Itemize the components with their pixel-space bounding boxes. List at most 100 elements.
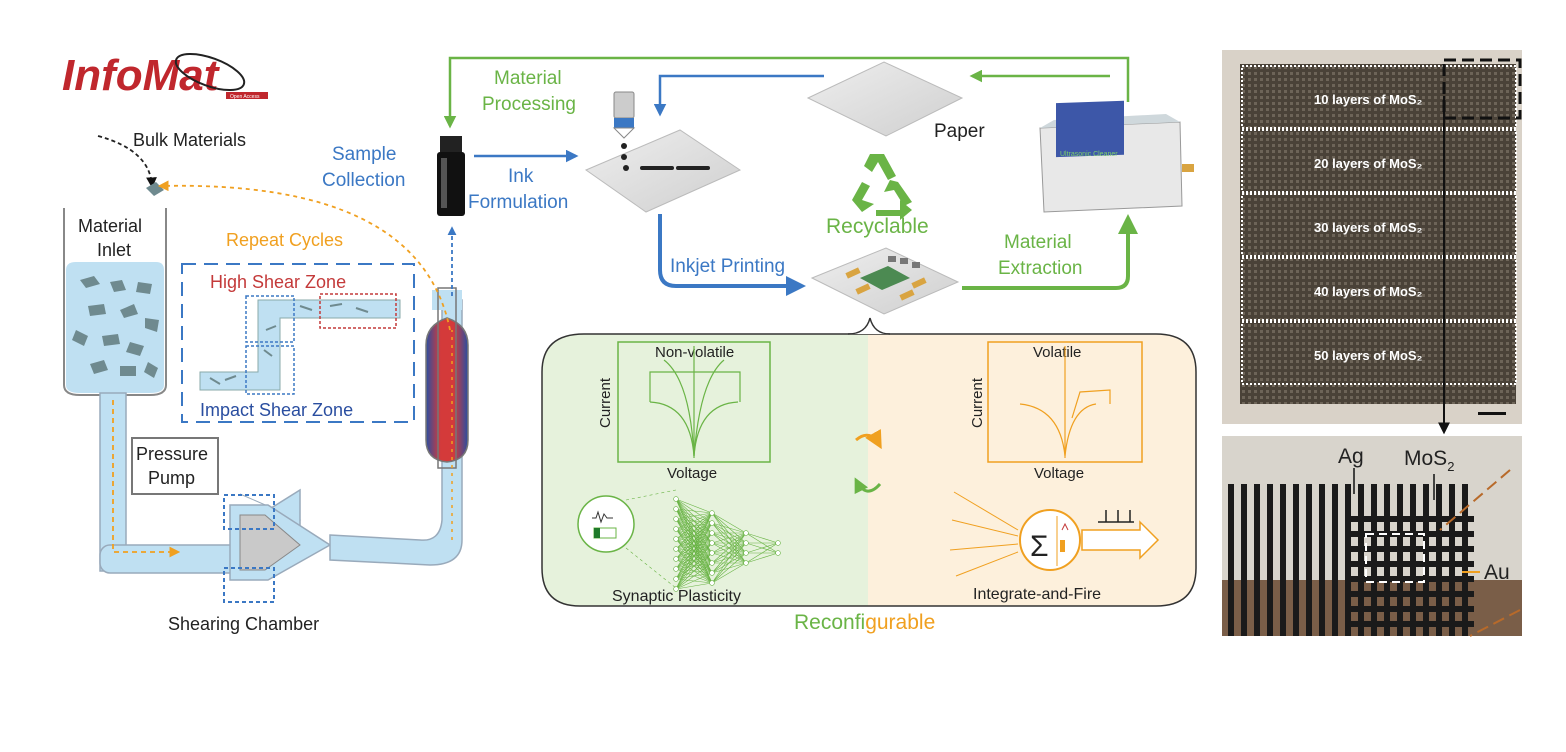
ag-electrode [1462,484,1468,636]
ag-electrode [1267,484,1273,636]
nn-edge [675,562,713,590]
ag-electrode [1241,484,1247,636]
ink-formulation-label-2: Formulation [468,192,568,213]
reconfigurable-label: Reconfigurable [794,611,935,634]
nn-node [673,586,679,592]
ag-electrode [1254,484,1260,636]
pressure-pump-label-2: Pump [148,468,195,488]
logo-tagline: Open Access [230,94,260,100]
volatile-title: Volatile [1033,344,1081,361]
layer-block [1241,321,1517,385]
nn-edge [711,532,747,544]
repeat-cycle-arrow [157,180,451,331]
recycle-icon [852,154,912,220]
nonvolatile-iv-curve [649,346,741,458]
nn-edge [711,532,747,584]
nn-edge [711,532,747,574]
nonvolatile-ylabel: Current [597,377,614,428]
material-flakes [72,276,159,378]
nn-edge [675,582,713,590]
material-hopper [63,208,167,396]
high-shear-zone-label: High Shear Zone [210,272,346,292]
ag-electrode [1371,484,1377,636]
nn-edge [745,542,779,564]
nn-edge [745,532,779,544]
nn-edge [711,552,747,584]
nonvolatile-xlabel: Voltage [667,465,717,482]
shear-zone-detail-frame [181,263,415,423]
bulk-chunk-icon [146,182,164,196]
nn-node [775,540,781,546]
neuron-icon: Σ [949,491,1160,577]
riser-pipe [437,287,457,469]
processing-loop-arrow [443,56,1130,129]
nn-edge [675,512,713,570]
nn-edge [675,512,713,580]
sample-collection-label-1: Sample [332,144,396,165]
layer-label: 40 layers of MoS₂ [1314,284,1423,299]
nn-node [673,546,679,552]
ag-electrode [1384,484,1390,636]
volatile-xlabel: Voltage [1034,465,1084,482]
layer-label: 50 layers of MoS₂ [1314,348,1423,363]
nn-edge [675,512,713,550]
au-electrode [1350,591,1474,597]
material-processing-label-1: Material [494,68,562,89]
ag-electrode [1293,484,1299,636]
ag-electrode [1449,484,1455,636]
zoom-region-box [1442,58,1522,120]
nonvolatile-title: Non-volatile [655,344,734,361]
layer-label: 20 layers of MoS₂ [1314,156,1423,171]
ag-electrode [1319,484,1325,636]
nn-node [709,570,715,576]
integrate-and-fire-label: Integrate-and-Fire [973,586,1101,603]
printed-device-icon [810,247,960,315]
shear-channel [199,299,401,391]
nn-node [709,580,715,586]
material-inlet-label-2: Inlet [97,240,131,260]
nn-node [709,520,715,526]
au-electrode [1350,561,1474,567]
recycled-paper [806,61,964,137]
zone-box-2 [245,345,295,395]
scale-bar [1478,412,1506,415]
ag-electrode [1436,484,1442,636]
nn-node [775,550,781,556]
au-electrode [1350,576,1474,582]
logo-tag-bar [226,92,268,99]
material-processing-label-2: Processing [482,94,576,115]
nn-edge [675,512,713,530]
nn-node [743,550,749,556]
nn-node [709,540,715,546]
print-substrate [584,129,742,213]
nn-node [673,536,679,542]
paper-label: Paper [934,121,985,142]
nn-edge [711,532,747,554]
sigma-symbol: Σ [1030,530,1049,563]
nn-edge [745,552,779,564]
shearing-chamber-label: Shearing Chamber [168,614,319,634]
panel-brace [847,317,891,335]
layer-block [1241,65,1517,129]
inkjet-printing-arrow [658,214,806,296]
chamber-box-bottom [223,567,275,603]
volatile-plot-frame [987,341,1143,463]
repeat-cycles-label: Repeat Cycles [226,230,343,250]
layer-block [1241,193,1517,257]
nn-node [743,560,749,566]
material-extraction-arrow [962,214,1138,290]
logo-text: InfoMat [62,51,221,100]
pressure-pump-box [131,437,219,495]
nn-node [673,556,679,562]
au-label: Au [1484,561,1510,584]
material-inlet-label-1: Material [78,216,142,236]
nn-node [673,496,679,502]
ag-electrode [1306,484,1312,636]
nn-node [673,566,679,572]
nn-edge [675,572,713,590]
ag-electrode [1228,484,1234,636]
au-electrode [1350,516,1474,522]
nn-edge [675,512,713,590]
